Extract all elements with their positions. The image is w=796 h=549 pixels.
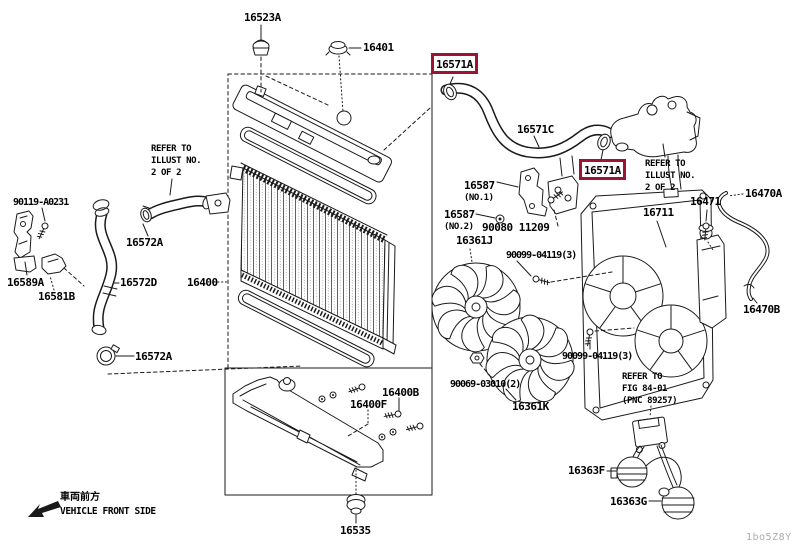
front-side-label-en: VEHICLE FRONT SIDE <box>60 506 156 517</box>
radiator-core <box>229 162 397 355</box>
note-line: REFER TO <box>645 159 686 169</box>
bolt-90099-upper <box>516 260 613 287</box>
part-label-16587-no2[interactable]: 16587 (NO.2) <box>444 203 475 233</box>
part-label-16581B[interactable]: 16581B <box>38 290 75 303</box>
part-number: 16587 <box>444 208 475 221</box>
part-label-16535[interactable]: 16535 <box>340 524 371 537</box>
fan-motor-16363G <box>658 486 695 520</box>
part-label-16363G[interactable]: 16363G <box>610 495 647 508</box>
hose-16571C <box>440 76 615 161</box>
part-label-16572A-upper[interactable]: 16572A <box>126 236 163 249</box>
note-line: 2 OF 2 <box>151 168 182 178</box>
part-label-16361K[interactable]: 16361K <box>512 400 549 413</box>
part-label-90099-lower[interactable]: 90099-04119(3) <box>562 351 633 362</box>
leader-16361K <box>505 388 517 401</box>
note-line: REFER TO <box>151 144 192 154</box>
leader-refer-left <box>169 178 173 196</box>
part-label-16523A[interactable]: 16523A <box>244 11 281 24</box>
part-label-16587-no1[interactable]: 16587 (NO.1) <box>464 174 495 204</box>
note-line: REFER TO <box>622 372 663 382</box>
note-line: FIG 84-01 <box>622 384 668 394</box>
bracket-16587 <box>475 155 579 227</box>
part-number-qualifier: (NO.1) <box>464 193 494 203</box>
fan-nut-90069 <box>469 352 492 378</box>
radiator-lower-tank <box>107 365 425 498</box>
watermark-code: 1bo5Z8Y <box>746 532 792 543</box>
radiator-gasket-upper <box>239 126 377 205</box>
part-label-16572A-lower[interactable]: 16572A <box>135 350 172 363</box>
leader-16361J <box>469 248 473 263</box>
note-line: (PNC 89257) <box>622 396 678 406</box>
part-number: 16571A <box>436 58 473 71</box>
radiator-top-tank <box>232 84 392 183</box>
hose-16470A <box>716 191 770 304</box>
hose-16572A-upper <box>140 192 231 237</box>
part-label-16400B[interactable]: 16400B <box>382 386 419 399</box>
part-label-16363F[interactable]: 16363F <box>568 464 605 477</box>
note-refer-illust-left: REFER TO ILLUST NO. 2 OF 2 <box>151 143 202 179</box>
part-label-16470A[interactable]: 16470A <box>745 187 782 200</box>
part-label-16470B[interactable]: 16470B <box>743 303 780 316</box>
part-label-16471[interactable]: 16471 <box>690 195 721 208</box>
part-label-90080-11209[interactable]: 90080 11209 <box>482 221 550 234</box>
part-number: 16571A <box>584 164 621 177</box>
part-number: 16587 <box>464 179 495 192</box>
bracket-16581B <box>41 253 85 291</box>
bracket-16589A <box>13 207 50 276</box>
note-line: ILLUST NO. <box>645 171 696 181</box>
bolt-90099-lower <box>584 327 635 350</box>
part-label-16589A[interactable]: 16589A <box>7 276 44 289</box>
note-line: 2 OF 2 <box>645 183 676 193</box>
fan-motor-16363F <box>610 456 648 488</box>
part-label-16400[interactable]: 16400 <box>187 276 218 289</box>
part-label-16571C[interactable]: 16571C <box>517 123 554 136</box>
leader-box-corner <box>383 107 431 151</box>
part-label-16571A-highlighted-lower[interactable]: 16571A <box>579 159 626 180</box>
plug-16523A <box>252 24 331 107</box>
drain-plug-16535 <box>346 494 366 524</box>
note-refer-fig-84-01: REFER TO FIG 84-01 (PNC 89257) <box>622 371 678 407</box>
part-label-16572D[interactable]: 16572D <box>120 276 157 289</box>
part-label-16401[interactable]: 16401 <box>363 41 394 54</box>
radiator-gasket-lower <box>237 289 375 368</box>
fan-16361K <box>480 310 578 408</box>
part-label-16571A-highlighted-upper[interactable]: 16571A <box>431 53 478 74</box>
part-label-90069[interactable]: 90069-03010(2) <box>450 379 521 390</box>
part-label-90099-upper[interactable]: 90099-04119(3) <box>506 250 577 261</box>
radiator-cap-16401 <box>325 41 362 113</box>
bolt-16471 <box>701 209 714 251</box>
part-number-qualifier: (NO.2) <box>444 222 474 232</box>
note-refer-illust-right: REFER TO ILLUST NO. 2 OF 2 <box>645 158 696 194</box>
water-inlet-assembly <box>610 95 701 191</box>
note-line: ILLUST NO. <box>151 156 202 166</box>
part-label-90119[interactable]: 90119-A0231 <box>13 197 69 208</box>
hose-16572D <box>91 199 120 336</box>
part-label-16361J[interactable]: 16361J <box>456 234 493 247</box>
front-side-label-jp: 車両前方 <box>60 492 100 503</box>
front-direction-arrow <box>28 501 61 517</box>
part-label-16400F[interactable]: 16400F <box>350 398 387 411</box>
clamp-16572A-lower <box>96 344 135 366</box>
part-label-16711[interactable]: 16711 <box>643 206 674 219</box>
fan-shroud-16711 <box>580 188 727 421</box>
